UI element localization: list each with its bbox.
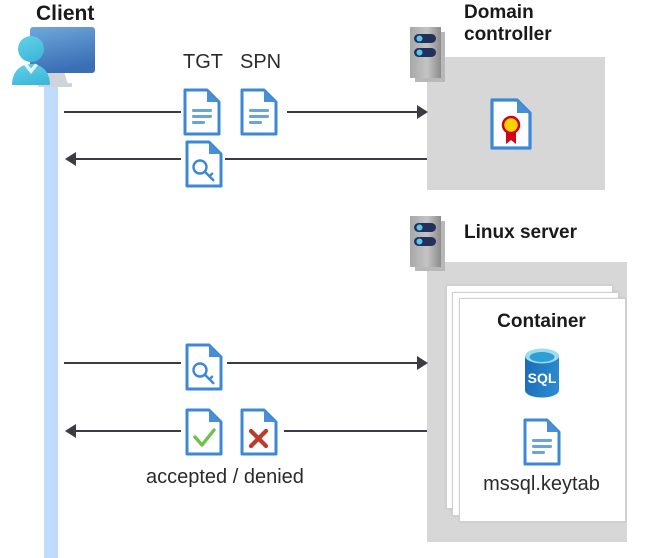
key-document-icon <box>185 343 223 391</box>
certificate-document-icon <box>490 98 532 150</box>
container-card-front <box>459 298 626 522</box>
user-monitor-icon <box>8 22 100 92</box>
cross-document-icon <box>240 408 278 456</box>
server-rack-icon <box>410 216 448 271</box>
arrow-present-ticket-head <box>417 356 428 370</box>
document-lines-icon <box>183 88 221 136</box>
arrow-present-ticket-right-segment <box>227 362 419 364</box>
server-rack-icon <box>410 27 448 82</box>
arrow-request-tgt-spn-right-segment <box>287 111 419 113</box>
tgt-label: TGT <box>183 51 223 73</box>
client-title: Client <box>36 2 95 25</box>
key-document-icon <box>185 140 223 188</box>
arrow-request-tgt-spn-left-segment <box>64 111 181 113</box>
client-lifeline <box>44 62 58 558</box>
arrow-request-tgt-spn-head <box>417 105 428 119</box>
check-document-icon <box>185 408 223 456</box>
arrow-auth-result-right-segment <box>284 430 427 432</box>
keytab-document-icon <box>523 418 561 466</box>
keytab-filename-label: mssql.keytab <box>483 473 600 495</box>
arrow-ticket-to-client-head <box>65 152 76 166</box>
linux-server-title: Linux server <box>464 222 577 243</box>
arrow-present-ticket-left-segment <box>64 362 181 364</box>
domain-controller-title: Domain controller <box>464 2 552 45</box>
arrow-auth-result-left-segment <box>76 430 181 432</box>
arrow-auth-result-head <box>65 424 76 438</box>
spn-label: SPN <box>240 51 282 73</box>
svg-text:SQL: SQL <box>528 370 557 386</box>
arrow-ticket-to-client-right-segment <box>225 158 427 160</box>
sql-database-icon: SQL <box>521 347 563 399</box>
document-lines-icon <box>240 88 278 136</box>
arrow-ticket-to-client-left-segment <box>76 158 181 160</box>
auth-result-caption: accepted / denied <box>146 466 304 488</box>
container-title: Container <box>497 311 586 332</box>
